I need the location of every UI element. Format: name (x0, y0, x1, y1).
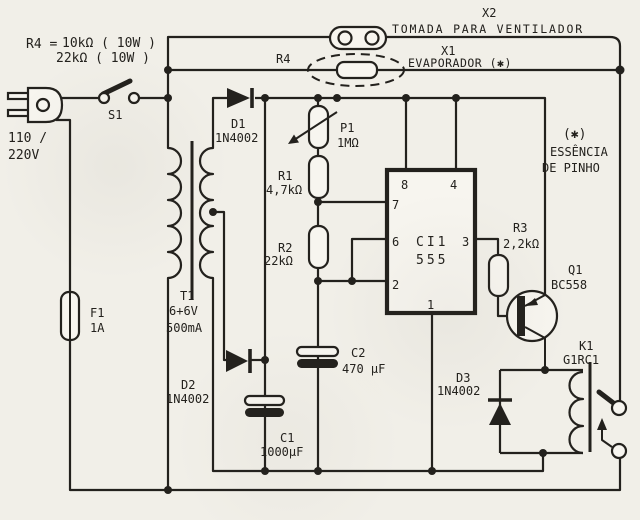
label-k1-name: K1 (579, 339, 593, 353)
label-f1-name: F1 (90, 306, 104, 320)
transistor-q1 (505, 289, 559, 370)
label-d1-value: 1N4002 (215, 131, 258, 145)
label-r2-name: R2 (278, 241, 292, 255)
label-voltage-line1: 110 / (8, 131, 47, 146)
label-r3-name: R3 (513, 221, 527, 235)
capacitor-c1 (243, 394, 286, 417)
evaporator-x1-r4 (307, 53, 405, 87)
diode-d2 (226, 349, 252, 373)
label-d2-value: 1N4002 (166, 392, 209, 406)
label-ic-pin7: 7 (392, 198, 399, 212)
switch-s1 (97, 78, 141, 105)
label-r3-value: 2,2kΩ (503, 237, 539, 251)
label-r1-value: 4,7kΩ (266, 183, 302, 197)
label-r4-note-line2: 22kΩ ( 10W ) (56, 51, 150, 66)
label-ic-pin6: 6 (392, 235, 399, 249)
label-q1-value: BC558 (551, 278, 587, 292)
junction-dots (164, 65, 625, 494)
label-p1-name: P1 (340, 121, 354, 135)
label-c1-name: C1 (280, 431, 294, 445)
resistor-r3 (487, 253, 510, 298)
label-r4-name: R4 (276, 52, 290, 66)
label-t1-name: T1 (180, 289, 194, 303)
label-k1-value: G1RC1 (563, 353, 599, 367)
label-note-line1: ESSÊNCIA (550, 144, 609, 159)
relay-k1 (568, 362, 628, 460)
label-ic-pin1: 1 (427, 298, 434, 312)
label-f1-value: 1A (90, 321, 105, 335)
label-s1: S1 (108, 108, 122, 122)
label-r2-value: 22kΩ (264, 254, 293, 268)
potentiometer-p1 (288, 104, 338, 150)
label-q1-name: Q1 (568, 263, 582, 277)
label-r4-note-line1: 10kΩ ( 10W ) (62, 36, 156, 51)
label-t1-value1: 6+6V (169, 304, 198, 318)
wires (56, 35, 622, 492)
label-c2-name: C2 (351, 346, 365, 360)
label-ic-value: 555 (416, 253, 448, 268)
fuse-f1 (59, 290, 81, 342)
label-ic-name: CI1 (416, 235, 448, 250)
capacitor-c2 (295, 345, 340, 368)
label-ic-pin8: 8 (401, 178, 408, 192)
label-d2-name: D2 (181, 378, 195, 392)
label-ic-pin4: 4 (450, 178, 457, 192)
diode-d3 (488, 398, 512, 425)
diode-d1 (227, 88, 254, 108)
label-t1-value2: 500mA (166, 321, 203, 335)
power-plug (6, 86, 64, 124)
label-note-line2: DE PINHO (542, 161, 600, 175)
fan-socket-x2 (328, 25, 388, 51)
label-d3-value: 1N4002 (437, 384, 480, 398)
label-voltage-line2: 220V (8, 148, 39, 163)
label-x1-desc: EVAPORADOR (✱) (408, 56, 512, 70)
label-x2-desc: TOMADA PARA VENTILADOR (392, 22, 584, 36)
label-d1-name: D1 (231, 117, 245, 131)
label-ic-pin2: 2 (392, 278, 399, 292)
label-p1-value: 1MΩ (337, 136, 359, 150)
label-r1-name: R1 (278, 169, 292, 183)
ic-555 (384, 167, 478, 316)
label-note-sym: (✱) (563, 127, 586, 142)
label-r4-note-prefix: R4 = (26, 37, 57, 52)
label-x1-name: X1 (441, 44, 455, 58)
resistor-r1 (307, 154, 330, 200)
label-ic-pin3: 3 (462, 235, 469, 249)
label-c2-value: 470 µF (342, 362, 385, 376)
label-x2-name: X2 (482, 6, 496, 20)
label-c1-value: 1000µF (260, 445, 303, 459)
resistor-r2 (307, 224, 330, 270)
label-d3-name: D3 (456, 371, 470, 385)
